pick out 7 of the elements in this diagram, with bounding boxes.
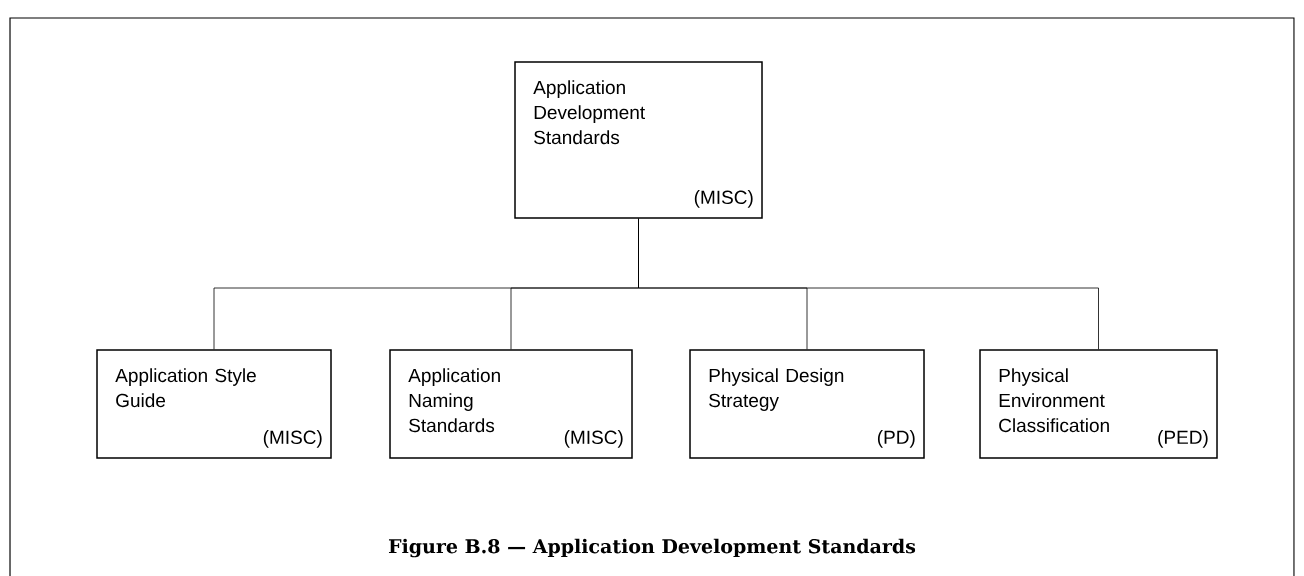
box: Physical Design Strategy (PD) xyxy=(689,349,925,459)
box: Application Naming Standards (MISC) xyxy=(389,349,633,459)
box: Application Style Guide (MISC) xyxy=(96,349,332,459)
box: Physical Environment Classification (PED) xyxy=(979,349,1218,459)
caption: Figure B.8 — Application Development Standards xyxy=(389,538,916,558)
box: Application Development Standards (MISC) xyxy=(514,61,763,219)
connector xyxy=(638,218,1099,350)
